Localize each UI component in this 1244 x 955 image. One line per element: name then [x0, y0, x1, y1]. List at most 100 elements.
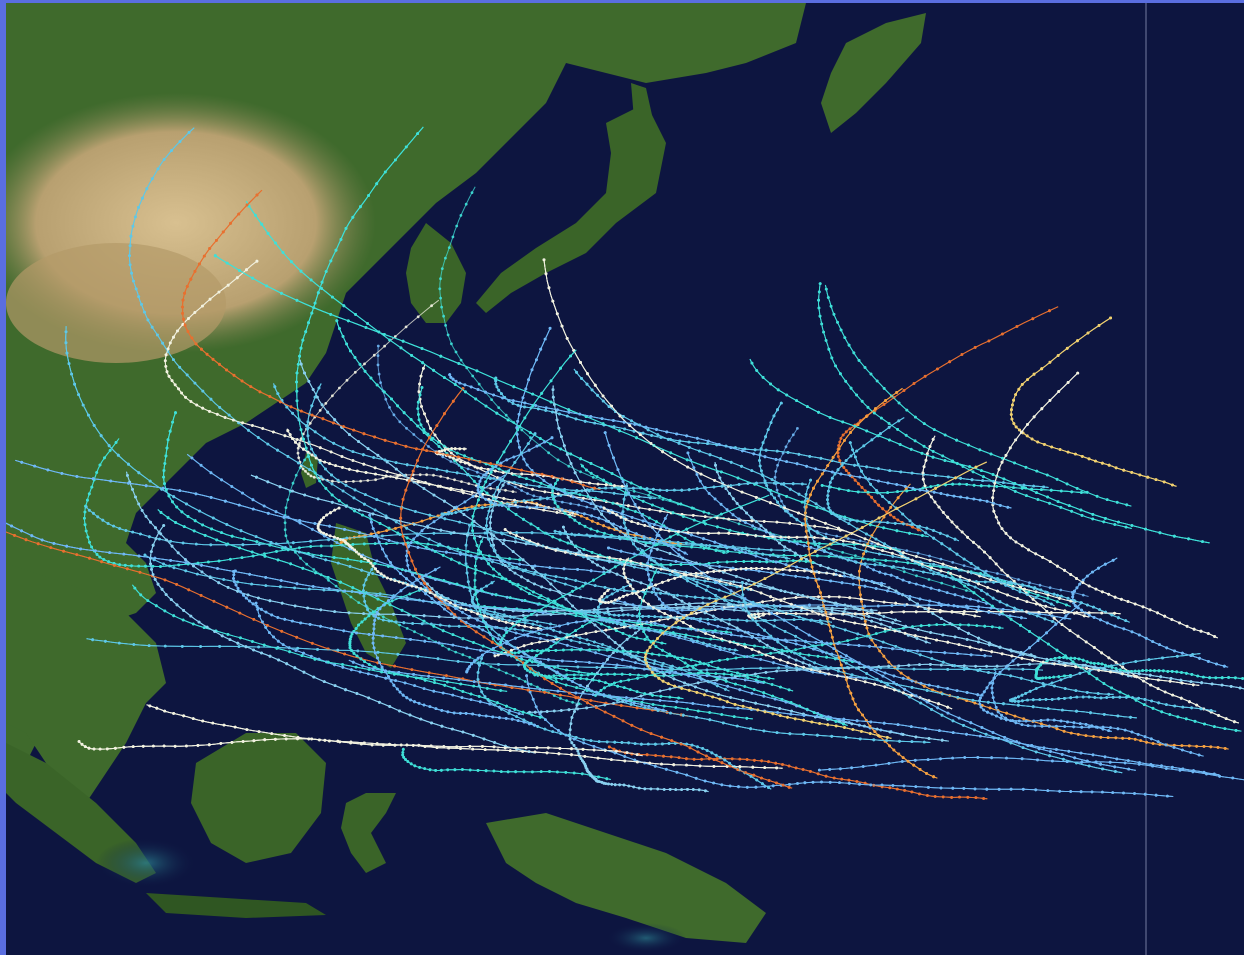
- storm-track-point: [753, 527, 757, 531]
- storm-track-point: [303, 458, 306, 462]
- storm-track-point: [536, 685, 539, 689]
- storm-track-point: [304, 469, 307, 473]
- storm-track-point: [349, 595, 353, 599]
- typhoon-track-map: [6, 3, 1244, 955]
- storm-track-point: [454, 650, 458, 654]
- storm-track-point: [439, 277, 442, 281]
- storm-track-point: [996, 572, 999, 575]
- storm-track-point: [427, 445, 430, 448]
- storm-track-point: [513, 485, 517, 489]
- storm-track-point: [489, 665, 493, 668]
- storm-track-point: [451, 235, 455, 239]
- storm-track-point: [905, 549, 909, 552]
- storm-track-point: [973, 567, 977, 571]
- storm-track-point: [776, 463, 779, 467]
- storm-track-point: [951, 561, 955, 564]
- storm-track-point: [939, 557, 943, 561]
- storm-track-point: [490, 398, 493, 401]
- storm-track-point: [846, 537, 850, 540]
- sakhalin: [631, 83, 656, 163]
- storm-track-point: [560, 500, 564, 504]
- storm-track-point: [489, 487, 493, 490]
- storm-track-point: [556, 458, 560, 462]
- storm-track: [774, 428, 1089, 597]
- storm-track-point: [297, 456, 301, 460]
- storm-track-point: [305, 562, 309, 566]
- storm-track-point: [787, 439, 791, 443]
- storm-track-point: [420, 633, 423, 637]
- storm-track-point: [585, 505, 589, 509]
- storm-track-point: [299, 556, 302, 560]
- storm-track-point: [940, 581, 944, 585]
- storm-track-point: [632, 489, 636, 493]
- desert-patch: [6, 243, 226, 363]
- storm-track-point: [455, 224, 459, 228]
- storm-track-point: [453, 478, 456, 482]
- storm-track-point: [286, 498, 290, 501]
- storm-track-point: [511, 674, 515, 677]
- storm-track-point: [425, 473, 428, 477]
- storm-track-point: [372, 353, 376, 357]
- storm-track-point: [577, 503, 581, 507]
- storm-tracks: [6, 126, 1244, 800]
- storm-track-point: [283, 528, 287, 532]
- storm-track-point: [497, 668, 501, 672]
- storm-track-point: [294, 473, 298, 477]
- kamchatka: [821, 13, 926, 133]
- storm-track-point: [952, 585, 956, 589]
- storm-track-point: [526, 492, 529, 495]
- storm-track-point: [870, 542, 874, 545]
- storm-track-point: [446, 333, 450, 337]
- storm-track-point: [439, 475, 443, 478]
- storm-track-point: [858, 539, 862, 543]
- storm-track-point: [591, 475, 595, 479]
- storm-track-point: [461, 653, 465, 657]
- storm-track-point: [661, 498, 665, 501]
- storm-track-point: [471, 374, 475, 378]
- storm-track-point: [296, 446, 300, 450]
- storm-track-point: [468, 655, 472, 659]
- storm-track-point: [298, 442, 301, 445]
- storm-track-point: [427, 637, 431, 640]
- storm-track-point: [464, 202, 468, 206]
- storm-track-point: [331, 479, 334, 483]
- storm-track-point: [567, 464, 571, 468]
- storm-track-point: [388, 406, 391, 409]
- storm-track-point: [497, 406, 501, 409]
- storm-track-point: [393, 335, 397, 338]
- storm-track-point: [559, 697, 562, 700]
- storm-track-point: [854, 554, 857, 558]
- storm-track-point: [1038, 583, 1042, 587]
- storm-track-point: [447, 647, 451, 651]
- storm-track-point: [593, 507, 596, 511]
- storm-track-point: [338, 386, 341, 390]
- storm-track-point: [430, 304, 433, 308]
- storm-track-point: [450, 342, 453, 346]
- storm-track-point: [547, 451, 550, 455]
- storm-track-point: [419, 439, 423, 443]
- shallow-sea: [96, 838, 196, 888]
- storm-track-point: [306, 472, 310, 476]
- storm-track-point: [344, 480, 348, 484]
- storm-track-point: [376, 344, 380, 348]
- storm-track-point: [289, 545, 293, 549]
- storm-track-point: [780, 499, 783, 503]
- storm-track-point: [571, 700, 574, 704]
- storm-track-point: [520, 489, 523, 492]
- storm-track-point: [532, 494, 536, 498]
- storm-track-point: [504, 488, 507, 492]
- storm-track-point: [504, 413, 508, 417]
- storm-track-point: [404, 325, 408, 329]
- storm-track-point: [466, 467, 470, 471]
- storm-track-point: [312, 568, 316, 571]
- storm-track-point: [579, 470, 582, 474]
- storm-track-point: [517, 677, 521, 680]
- storm-track-point: [376, 363, 380, 367]
- storm-track-point: [296, 451, 300, 455]
- storm-track-point: [915, 574, 918, 578]
- storm-track-point: [459, 358, 463, 362]
- storm-track-point: [446, 476, 450, 480]
- storm-track-point: [444, 324, 447, 327]
- storm-track-point: [405, 426, 408, 430]
